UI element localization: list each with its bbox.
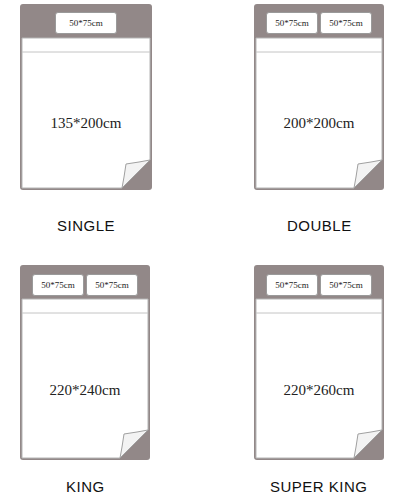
bed-double-art	[254, 4, 384, 190]
bed-size: 220*260cm	[254, 382, 384, 399]
bed-size-name: KING	[66, 479, 105, 496]
bed-size-name: DOUBLE	[287, 218, 352, 235]
bed-size-name: SUPER KING	[270, 479, 368, 496]
bed-size: 200*200cm	[254, 115, 384, 132]
pillow-box: 50*75cm	[320, 274, 372, 296]
pillow-size: 50*75cm	[95, 281, 129, 290]
pillow-box: 50*75cm	[55, 12, 117, 34]
bed-single-art	[20, 4, 152, 190]
bed-size-name: SINGLE	[57, 218, 115, 235]
pillow-size: 50*75cm	[69, 19, 103, 28]
pillow-size: 50*75cm	[329, 281, 363, 290]
bed-king-art	[20, 265, 150, 460]
pillow-size: 50*75cm	[275, 281, 309, 290]
pillow-box: 50*75cm	[320, 12, 372, 34]
bed-frame: 220*240cm 50*75cm 50*75cm	[20, 265, 150, 460]
pillow-size: 50*75cm	[41, 281, 75, 290]
bed-frame: 200*200cm 50*75cm 50*75cm	[254, 4, 384, 190]
bed-size: 220*240cm	[20, 382, 150, 399]
bed-frame: 135*200cm 50*75cm	[20, 4, 152, 190]
bed-frame: 220*260cm 50*75cm 50*75cm	[254, 265, 384, 460]
bed-size: 135*200cm	[20, 115, 152, 132]
bed-super-king-art	[254, 265, 384, 460]
pillow-size: 50*75cm	[329, 19, 363, 28]
pillow-box: 50*75cm	[266, 12, 318, 34]
pillow-size: 50*75cm	[275, 19, 309, 28]
pillow-box: 50*75cm	[86, 274, 138, 296]
pillow-box: 50*75cm	[32, 274, 84, 296]
pillow-box: 50*75cm	[266, 274, 318, 296]
